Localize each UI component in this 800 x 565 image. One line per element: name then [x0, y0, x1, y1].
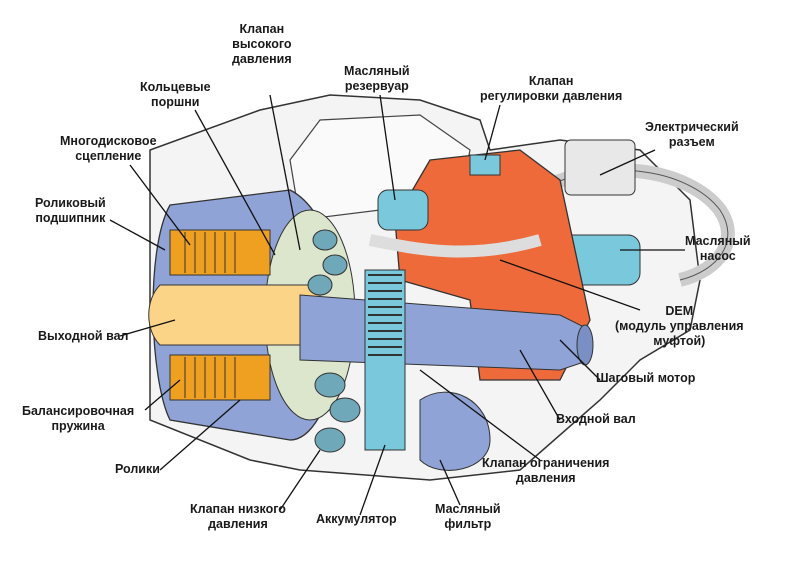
label-rollers: Ролики [115, 462, 160, 476]
low-pressure-valves [314, 372, 361, 453]
label-stepper-motor: Шаговый мотор [596, 371, 696, 385]
accumulator [364, 269, 406, 451]
output-shaft [148, 284, 321, 346]
electrical-connector [564, 139, 636, 196]
high-pressure-valves [307, 229, 348, 296]
label-accumulator: Аккумулятор [316, 512, 397, 526]
clutch-plates-bottom [169, 354, 271, 401]
oil-reservoir [377, 189, 429, 231]
leader-lines [109, 94, 685, 516]
clutch-plates-top [169, 229, 271, 276]
label-output-shaft: Выходной вал [38, 329, 129, 343]
label-input-shaft: Входной вал [556, 412, 636, 426]
pressure-control-valve [469, 154, 501, 176]
dem-tube [368, 234, 542, 258]
